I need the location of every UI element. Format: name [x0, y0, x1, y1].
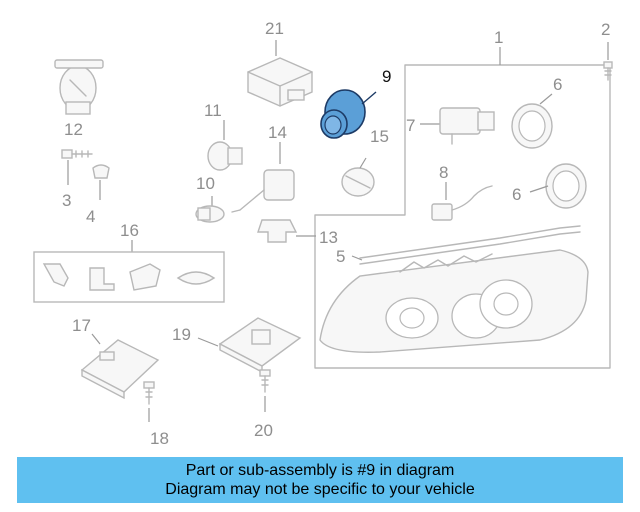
callout-11: 11: [204, 101, 222, 120]
callout-19: 19: [172, 325, 191, 344]
callout-13: 13: [319, 228, 338, 247]
callout-9: 9: [382, 67, 391, 86]
headlamp-body: [319, 249, 589, 353]
callout-20: 20: [254, 421, 273, 440]
callout-1: 1: [494, 28, 503, 47]
part-20-screw: [259, 369, 271, 412]
parts-diagram: 1 2 21 12 3 4: [33, 19, 613, 448]
callout-2: 2: [601, 20, 610, 39]
part-18-screw: [143, 381, 155, 422]
part-6-ring-lower: [529, 163, 587, 209]
callout-21: 21: [265, 19, 284, 38]
callout-10: 10: [196, 174, 215, 193]
info-banner: Part or sub-assembly is #9 in diagram Di…: [17, 457, 623, 503]
part-7-leveling-motor: [420, 107, 495, 145]
part-8-wiring: [431, 182, 493, 221]
callout-3: 3: [62, 191, 71, 210]
part-12-halogen-bulb: [54, 59, 104, 115]
part-13-socket: [257, 219, 316, 243]
callout-4: 4: [86, 207, 95, 226]
part-14-hid-bulb: [231, 142, 295, 213]
banner-line-2: Diagram may not be specific to your vehi…: [165, 481, 475, 498]
callout-16: 16: [120, 221, 139, 240]
part-15-socket: [341, 157, 375, 197]
callout-15: 15: [370, 127, 389, 146]
callout-8: 8: [439, 163, 448, 182]
callout-7: 7: [406, 116, 415, 135]
part-2-screw: [603, 42, 613, 81]
part-3-bolt: [61, 149, 93, 185]
callout-18: 18: [150, 429, 169, 448]
part-6-ring-upper: [511, 93, 553, 149]
part-4-clip: [92, 164, 110, 200]
part-21-control-module: [247, 40, 313, 107]
callout-6-upper: 6: [553, 75, 562, 94]
callout-17: 17: [72, 316, 91, 335]
banner-line-1: Part or sub-assembly is #9 in diagram: [185, 462, 455, 479]
part-19-ballast: [197, 317, 302, 374]
part-10-wedge-bulb: [195, 196, 225, 223]
callout-6-lower: 6: [512, 185, 521, 204]
part-5-trim-strip: [351, 225, 581, 265]
part-11-bulb: [207, 120, 243, 171]
callout-12: 12: [64, 120, 83, 139]
part-16-bracket-kit: [33, 240, 225, 303]
part-9-highlighted-cap: [320, 89, 377, 139]
headlamp-assembly-frame: [314, 47, 611, 369]
callout-14: 14: [268, 123, 287, 142]
part-17-ballast: [80, 333, 160, 400]
callout-5: 5: [336, 247, 345, 266]
